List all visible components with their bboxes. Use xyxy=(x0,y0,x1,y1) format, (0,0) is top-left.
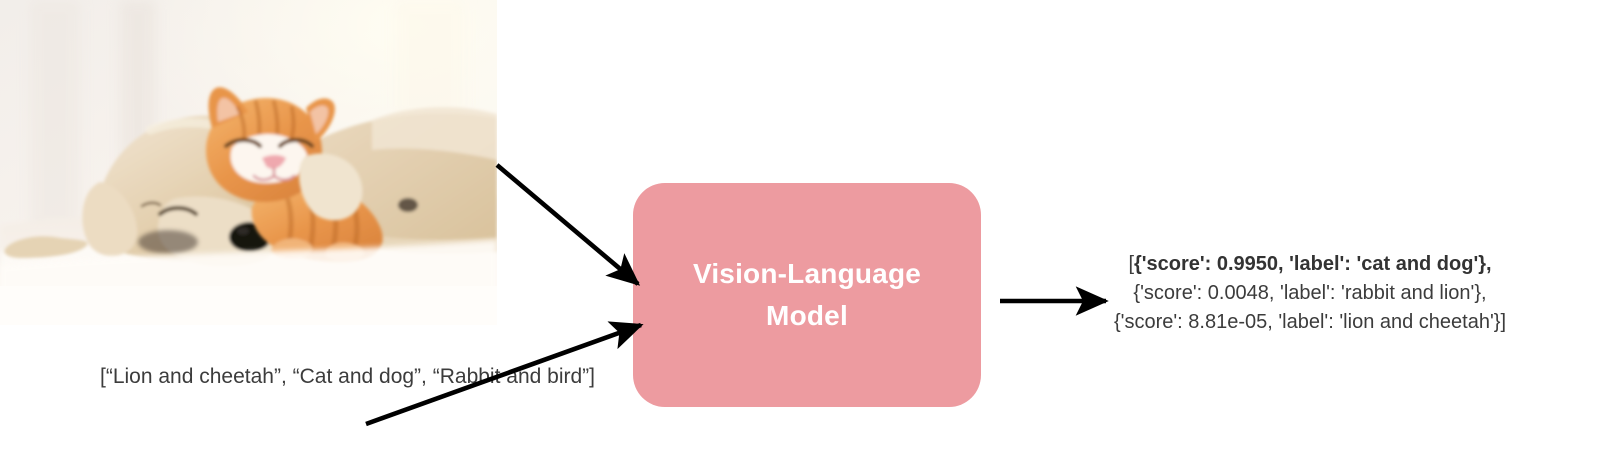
model-box-label-line-2: Model xyxy=(766,300,848,331)
output-top-prediction: {'score': 0.9950, 'label': 'cat and dog'… xyxy=(1134,253,1486,275)
arrow-image-to-model xyxy=(495,163,641,286)
model-output-text: [{'score': 0.9950, 'label': 'cat and dog… xyxy=(1060,250,1560,337)
prompt-list-line-3: “Rabbit and bird”] xyxy=(432,365,595,388)
output-open-bracket: [ xyxy=(1128,253,1134,275)
vision-language-model-box[interactable]: Vision-Language Model xyxy=(633,183,981,407)
model-box-label-line-1: Vision-Language xyxy=(692,258,922,289)
model-box-label: Vision-Language Model xyxy=(693,253,921,337)
prompt-list-text: [“Lion and cheetah”, “Cat and dog”, “Rab… xyxy=(100,361,595,392)
prompt-list-line-1: [“Lion and cheetah”, xyxy=(100,365,287,388)
input-image-illustration xyxy=(0,0,497,325)
input-image xyxy=(0,0,497,325)
output-line-1: [{'score': 0.9950, 'label': 'cat and dog… xyxy=(1060,250,1560,279)
output-line-2: {'score': 0.0048, 'label': 'rabbit and l… xyxy=(1133,282,1487,304)
output-line-1-comma: , xyxy=(1486,253,1492,275)
output-line-3: {'score': 8.81e-05, 'label': 'lion and c… xyxy=(1113,311,1507,333)
prompt-list-line-2: “Cat and dog”, xyxy=(292,365,427,388)
